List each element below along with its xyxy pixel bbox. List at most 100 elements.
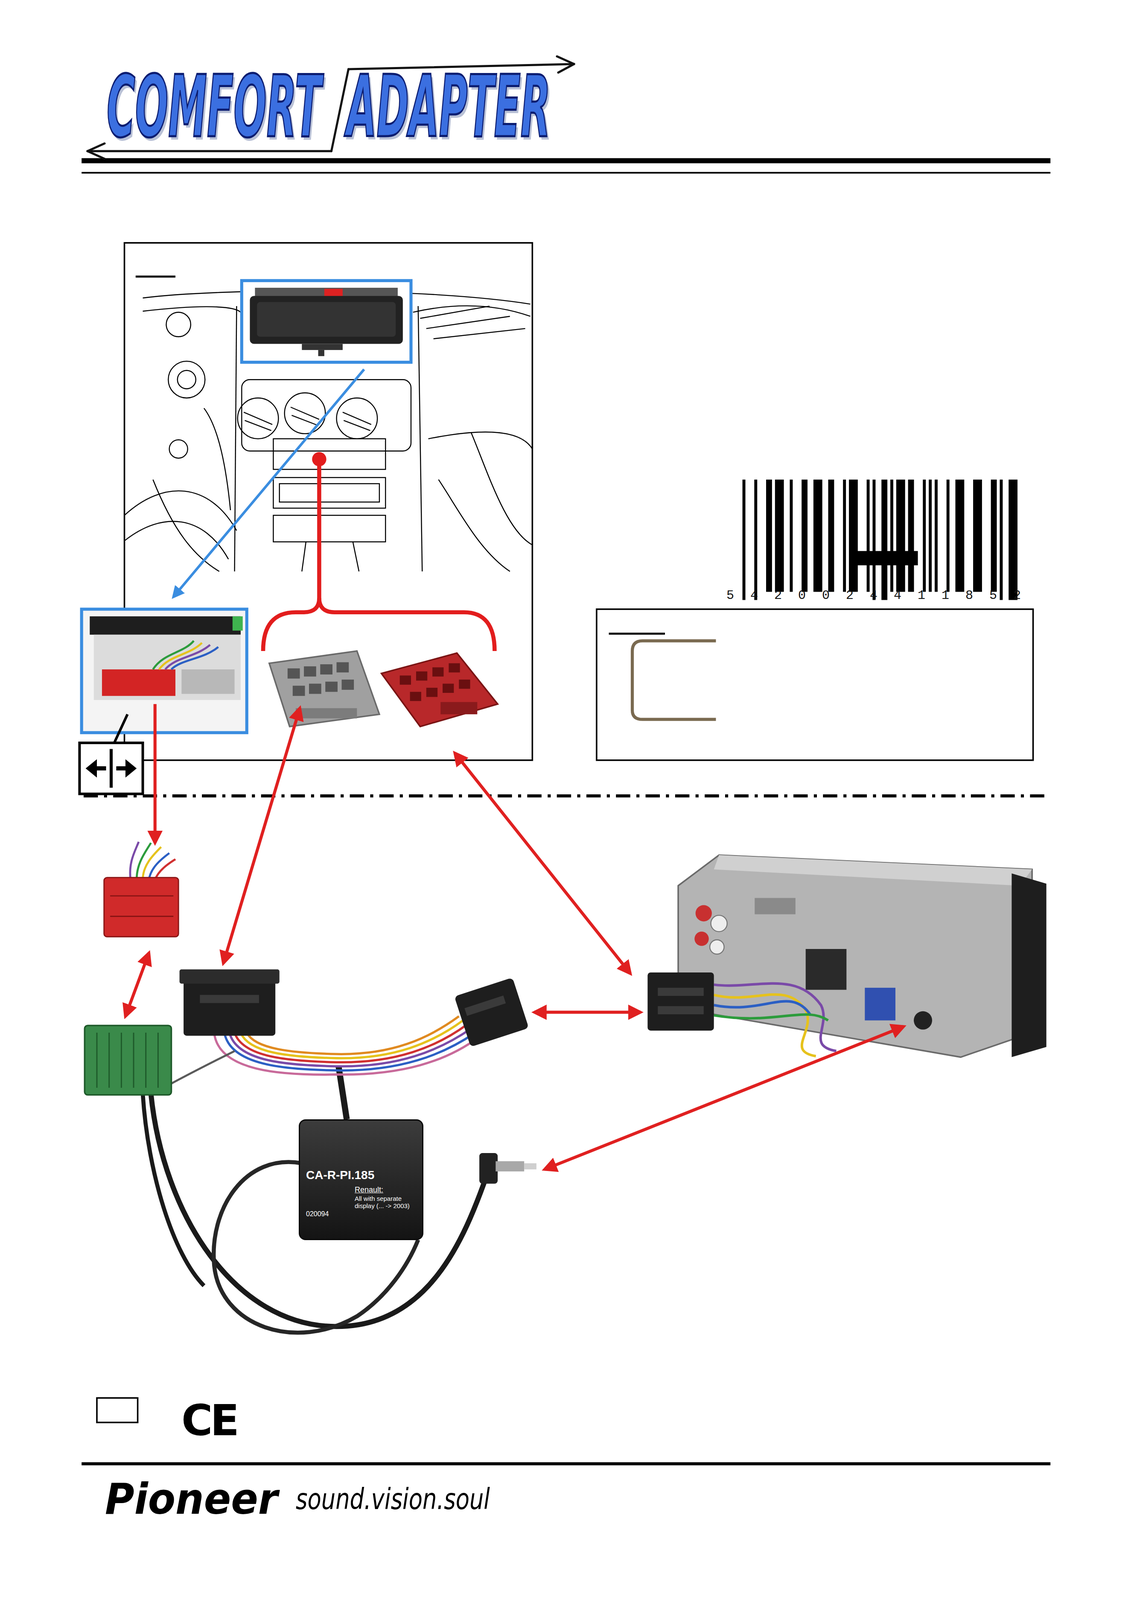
iso-connector-red <box>448 663 460 673</box>
barcode-bar <box>955 479 965 592</box>
barcode-bar <box>991 479 997 592</box>
iso-plug-large <box>179 969 280 1036</box>
dashboard-drawing <box>152 479 219 572</box>
connection-arrows <box>125 703 904 1169</box>
jack-plug <box>479 1152 498 1184</box>
iso-plug-large <box>179 969 280 984</box>
car-radio <box>695 904 712 922</box>
unlock-symbol <box>85 758 97 778</box>
jack-plug <box>495 1160 525 1172</box>
display-back-photo <box>159 642 202 670</box>
iso-plug-large <box>199 994 260 1003</box>
barcode-bar <box>842 479 846 592</box>
barcode-bar <box>789 479 793 592</box>
car-radio <box>714 994 817 1056</box>
dashboard-drawing <box>438 479 511 572</box>
dashboard-drawing <box>342 412 372 431</box>
car-radio <box>754 897 796 914</box>
dashboard-drawing <box>177 370 196 389</box>
dash-dot-separator <box>83 795 1046 796</box>
display-back-photo <box>181 669 235 694</box>
barcode-bar <box>801 479 808 592</box>
dashboard-drawing <box>169 439 188 458</box>
dashboard-drawing <box>166 311 191 337</box>
dashboard-drawing <box>237 397 279 439</box>
barcode-bar <box>946 479 950 592</box>
car-radio <box>711 915 728 932</box>
display-back-photo <box>81 609 247 743</box>
tool-box <box>609 632 665 635</box>
blue-pointer <box>173 369 365 597</box>
iso-connector-grey <box>325 681 338 692</box>
iso-connector-red <box>399 675 412 685</box>
iso-connector-grey <box>336 661 350 673</box>
dashboard-frame <box>124 242 533 761</box>
iso-connector-red <box>426 687 438 697</box>
display-back-photo <box>165 644 210 670</box>
cables <box>142 1093 205 1286</box>
dash-dot-separator <box>83 794 1046 798</box>
unlock-symbol <box>79 742 143 794</box>
display-unit <box>324 288 343 297</box>
display-plug <box>104 841 179 937</box>
display-back-photo <box>93 634 241 700</box>
dashboard-drawing <box>279 483 380 502</box>
logo-line <box>558 64 575 73</box>
iso-connector-red <box>432 667 444 677</box>
barcode-bar <box>922 479 926 592</box>
ce-mark: CE <box>181 1399 237 1442</box>
iso-plug-small <box>454 977 529 1047</box>
iso-connector-red <box>416 671 428 681</box>
barcode-digits: 5 4 2 0 0 2 4 4 1 1 8 5 2 <box>726 588 1026 602</box>
barcode-bar <box>872 479 876 600</box>
green-connector <box>96 1032 98 1088</box>
dashboard-drawing <box>168 361 205 398</box>
header-rules <box>81 157 1051 164</box>
dashboard-drawing <box>273 515 386 542</box>
iso-connector-grey <box>287 661 354 696</box>
iso-connector-grey <box>269 650 380 727</box>
green-connector <box>133 1032 135 1088</box>
display-back-photo <box>152 640 194 670</box>
jack-plug <box>524 1163 537 1169</box>
dashboard-frame <box>135 275 176 278</box>
dashboard-drawing <box>336 397 378 439</box>
dashboard-drawing <box>234 306 237 572</box>
green-connector <box>145 1032 147 1088</box>
barcode-bar <box>928 479 932 592</box>
green-connector <box>84 1025 172 1095</box>
barcode-patch <box>850 550 919 566</box>
dashboard-drawing <box>284 392 326 434</box>
radio-slot-pointer <box>263 597 495 651</box>
barcode <box>719 479 1033 607</box>
car-radio <box>714 854 1033 886</box>
logo-line <box>87 150 332 153</box>
display-plug <box>154 859 176 880</box>
barcode-bar <box>934 479 938 592</box>
logo-title: COMFORT ADAPTER <box>106 64 551 150</box>
car-radio <box>714 1014 829 1021</box>
iso-connector-grey <box>287 668 301 679</box>
display-unit <box>301 343 343 350</box>
iso-connector-red <box>410 691 422 702</box>
connection-arrows <box>544 1026 904 1170</box>
green-connector <box>84 1025 172 1095</box>
footer <box>81 1397 1051 1466</box>
unlock-symbol <box>79 742 143 794</box>
green-connector <box>157 1032 159 1088</box>
green-connector <box>120 1032 123 1088</box>
display-back-photo <box>81 609 247 733</box>
iso-plug-large <box>183 979 276 1036</box>
unlock-symbol <box>109 748 113 788</box>
display-plug <box>110 915 174 917</box>
car-radio <box>714 983 837 1051</box>
dashboard-drawing <box>273 477 386 509</box>
dashboard-drawing <box>471 432 533 545</box>
header-rules <box>81 157 1051 174</box>
barcode-bar <box>828 479 835 592</box>
radio-slot-pointer <box>317 459 322 601</box>
iso-connector-grey <box>269 650 380 727</box>
